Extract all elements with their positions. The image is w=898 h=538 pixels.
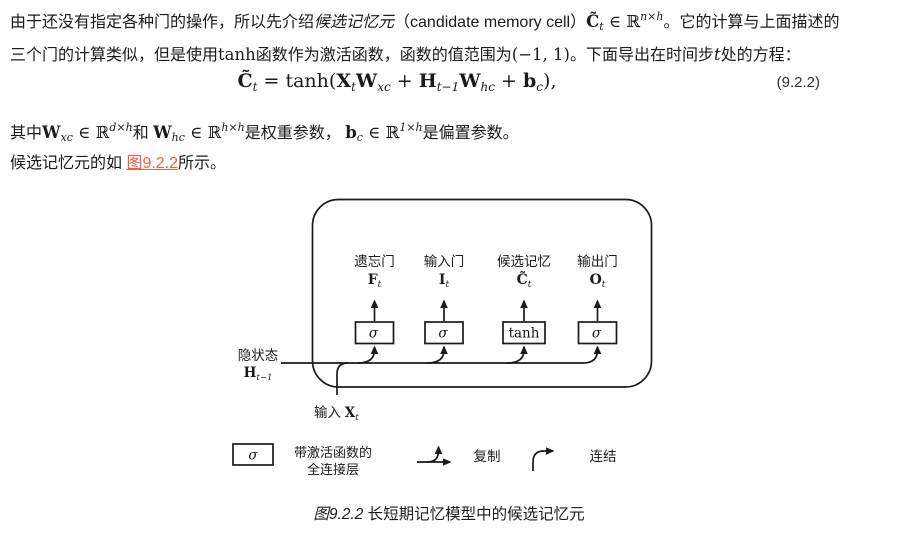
gate-label-output: 输出门 bbox=[577, 254, 618, 269]
branch-arrow-candidate bbox=[506, 345, 528, 364]
text-segment: xc bbox=[377, 80, 391, 94]
legend-copy-icon-branch bbox=[426, 445, 443, 463]
text-segment: t bbox=[252, 80, 258, 94]
gate-label-input: 输入门 bbox=[424, 254, 465, 269]
text-segment: hc bbox=[480, 80, 495, 94]
fc-box-candidate bbox=[502, 321, 546, 345]
text-segment: 是偏置参数。 bbox=[422, 125, 519, 142]
text-segment: 1×h bbox=[399, 121, 423, 134]
text-segment: 和 bbox=[132, 125, 154, 142]
text-segment: ), bbox=[543, 70, 557, 92]
text-segment: C̃ bbox=[237, 70, 253, 92]
paragraph-intro: 由于还没有指定各种门的操作，所以先介绍候选记忆元（candidate memor… bbox=[10, 3, 840, 70]
input-x-line bbox=[336, 362, 349, 395]
text-segment: W bbox=[153, 123, 172, 142]
text-segment: 候选记忆元的如 bbox=[10, 155, 127, 172]
legend-fc-text-line1: 带激活函数的 bbox=[294, 445, 372, 460]
text-segment: ∈ ℝ bbox=[184, 123, 222, 142]
fc-box-output bbox=[577, 321, 618, 345]
branch-arrow-input bbox=[426, 345, 448, 364]
gate-var-output: Ot bbox=[590, 272, 606, 290]
text-segment: W bbox=[42, 123, 61, 142]
text-segment: hc bbox=[171, 131, 185, 144]
memory-cell-boundary bbox=[311, 198, 653, 388]
gate-label-candidate: 候选记忆 bbox=[497, 254, 551, 269]
text-segment: （candidate memory cell） bbox=[394, 14, 587, 31]
text-segment: ∈ ℝ bbox=[603, 12, 641, 31]
figure-caption-number: 图9.2.2 bbox=[313, 506, 364, 523]
text-segment: h×h bbox=[221, 121, 245, 134]
lstm-candidate-memory-diagram: 遗忘门 Ft σ 输入门 It σ 候选记忆 C̃t tanh 输出门 Ot σ… bbox=[232, 198, 653, 477]
figure-caption: 图9.2.2 长短期记忆模型中的候选记忆元 bbox=[0, 502, 898, 524]
text-segment: W bbox=[459, 70, 481, 92]
text-segment: = tanh( bbox=[257, 70, 337, 92]
text-segment: c bbox=[536, 80, 544, 94]
gate-var-forget: Ft bbox=[368, 272, 382, 290]
text-segment: t−1 bbox=[436, 80, 460, 94]
gate-label-forget: 遗忘门 bbox=[354, 254, 395, 269]
text-segment: 所示。 bbox=[178, 155, 227, 172]
legend-sigma-label: σ bbox=[248, 448, 258, 464]
text-segment: C̃ bbox=[586, 12, 600, 31]
input-x-label: 输入 Xt bbox=[314, 405, 359, 423]
text-segment: 处的方程： bbox=[720, 47, 801, 64]
text-segment: t bbox=[351, 80, 356, 94]
text-segment: 是权重参数， bbox=[244, 125, 346, 142]
text-segment: 函数作为激活函数，函数的值范围为 bbox=[255, 47, 512, 64]
legend-concat-label: 连结 bbox=[590, 449, 617, 464]
equation-9-2-2: C̃t = tanh(XtWxc + Ht−1Whc + bc), bbox=[0, 70, 794, 94]
text-segment: b bbox=[345, 123, 357, 142]
legend-sigma-box bbox=[232, 443, 274, 466]
text-segment: H bbox=[418, 70, 437, 92]
paragraph-intro-line2: 三个门的计算类似，但是使用tanh函数作为激活函数，函数的值范围为(−1, 1)… bbox=[10, 41, 840, 70]
legend-concat-icon bbox=[532, 447, 555, 471]
paragraph-params: 其中Wxc ∈ ℝd×h和 Whc ∈ ℝh×h是权重参数， bc ∈ ℝ1×h… bbox=[10, 114, 519, 152]
text-segment: 候选记忆元 bbox=[314, 14, 395, 31]
hidden-state-var: Ht−1 bbox=[244, 365, 273, 383]
fc-box-forget bbox=[354, 321, 395, 345]
text-segment: ∈ ℝ bbox=[362, 123, 400, 142]
text-segment: 。它的计算与上面描述的 bbox=[663, 14, 840, 31]
equation-tag: (9.2.2) bbox=[776, 74, 820, 91]
text-segment: 由于还没有指定各种门的操作，所以先介绍 bbox=[10, 14, 315, 31]
text-segment: 其中 bbox=[10, 125, 43, 142]
figure-ref-link[interactable]: 图9.2.2 bbox=[126, 155, 179, 172]
text-segment: t bbox=[599, 20, 604, 33]
text-segment: xc bbox=[60, 131, 73, 144]
text-segment: tanh bbox=[218, 45, 256, 64]
gate-var-candidate: C̃t bbox=[517, 270, 532, 290]
text-segment: W bbox=[355, 70, 378, 92]
text-segment: X bbox=[336, 70, 352, 92]
hidden-state-label: 隐状态 bbox=[238, 348, 279, 363]
text-segment: ∈ ℝ bbox=[72, 123, 110, 142]
gate-var-input: It bbox=[439, 272, 450, 290]
paragraph-figure-ref: 候选记忆元的如 图9.2.2所示。 bbox=[10, 150, 226, 178]
text-segment: c bbox=[356, 131, 363, 144]
legend-fc-text-line2: 全连接层 bbox=[307, 462, 359, 477]
text-segment: 。下面导出在时间步 bbox=[569, 47, 714, 64]
figure-caption-text: 长短期记忆模型中的候选记忆元 bbox=[363, 506, 585, 523]
text-segment: n×h bbox=[640, 10, 664, 23]
legend-copy-label: 复制 bbox=[474, 448, 501, 464]
text-segment: + bbox=[390, 70, 419, 92]
fc-box-candidate-label: tanh bbox=[509, 326, 540, 342]
text-segment: d×h bbox=[109, 121, 133, 134]
fc-box-input-label: σ bbox=[438, 326, 448, 342]
hidden-state-line bbox=[281, 345, 602, 364]
text-segment: (−1, 1) bbox=[511, 45, 570, 64]
fc-box-output-label: σ bbox=[592, 326, 602, 342]
text-segment: t bbox=[713, 45, 721, 64]
paragraph-intro-line1: 由于还没有指定各种门的操作，所以先介绍候选记忆元（candidate memor… bbox=[10, 3, 840, 41]
text-segment: 三个门的计算类似，但是使用 bbox=[10, 47, 219, 64]
text-segment: b bbox=[523, 70, 537, 92]
text-segment: + bbox=[495, 70, 523, 92]
fc-box-input bbox=[424, 321, 464, 345]
fc-box-forget-label: σ bbox=[369, 326, 379, 342]
branch-arrow-forget bbox=[357, 345, 379, 364]
